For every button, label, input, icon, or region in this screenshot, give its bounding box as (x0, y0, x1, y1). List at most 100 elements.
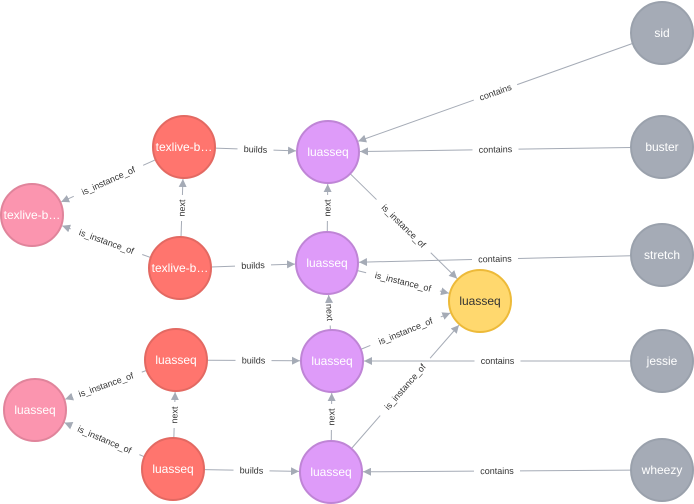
edge-builds[interactable]: builds (210, 260, 296, 271)
edge-arrow[interactable] (269, 467, 300, 476)
edge-label: is_instance_of (374, 270, 433, 294)
edge-contains[interactable]: contains (359, 144, 632, 156)
node-version-v4[interactable]: luasseq (299, 440, 363, 504)
edge-line[interactable] (350, 415, 381, 449)
node-circle[interactable] (630, 438, 694, 502)
edge-line[interactable] (214, 147, 238, 150)
node-circle[interactable] (299, 440, 363, 504)
edge-label: builds (240, 465, 264, 475)
node-binary-bin1[interactable]: texlive-b… (152, 115, 216, 179)
edge-line[interactable] (519, 469, 632, 472)
node-circle[interactable] (152, 115, 216, 179)
node-circle[interactable] (300, 329, 364, 393)
edge-label: contains (480, 466, 514, 476)
node-label: luasseq (14, 403, 55, 417)
node-package-pkg[interactable]: luasseq (448, 269, 512, 333)
node-binary-bin4[interactable]: luasseq (141, 437, 205, 501)
edge-label: next (322, 199, 332, 217)
edge-is-instance-of[interactable]: is_instance_of (64, 422, 145, 458)
edge-is-instance-of[interactable]: is_instance_of (349, 173, 458, 279)
edge-arrow[interactable] (429, 324, 460, 359)
edge-line[interactable] (180, 220, 183, 238)
node-release-jessie[interactable]: jessie (630, 329, 694, 393)
edge-is-instance-of[interactable]: is_instance_of (64, 369, 147, 401)
node-circle[interactable] (295, 231, 359, 295)
node-circle[interactable] (448, 269, 512, 333)
edge-arrow[interactable] (440, 312, 451, 320)
edge-contains[interactable]: contains (364, 356, 631, 366)
edge-builds[interactable]: builds (206, 355, 301, 366)
edge-arrow[interactable] (359, 147, 473, 156)
edge-arrow[interactable] (64, 392, 75, 401)
node-source-src1[interactable]: texlive-b… (0, 183, 64, 247)
edge-builds[interactable]: builds (214, 144, 297, 155)
edge-line[interactable] (203, 469, 234, 471)
edge-is-instance-of[interactable]: is_instance_of (360, 312, 451, 350)
edge-next[interactable]: next (324, 294, 335, 331)
node-circle[interactable] (141, 437, 205, 501)
edge-arrow[interactable] (61, 224, 72, 233)
edge-line[interactable] (518, 146, 632, 150)
edge-arrow[interactable] (430, 252, 458, 279)
node-release-wheezy[interactable]: wheezy (630, 438, 694, 502)
edge-line[interactable] (356, 269, 367, 274)
edge-line[interactable] (142, 254, 151, 259)
node-label: wheezy (641, 463, 683, 477)
node-release-buster[interactable]: buster (630, 115, 694, 179)
edge-builds[interactable]: builds (203, 465, 300, 476)
edge-next[interactable]: next (177, 178, 188, 238)
node-circle[interactable] (630, 115, 694, 179)
edge-arrow[interactable] (64, 422, 74, 430)
edge-arrow[interactable] (178, 178, 187, 196)
edge-arrow[interactable] (270, 260, 296, 269)
node-circle[interactable] (630, 223, 694, 287)
edge-line[interactable] (349, 173, 377, 200)
edge-line[interactable] (516, 42, 633, 86)
edge-is-instance-of[interactable]: is_instance_of (356, 269, 450, 296)
node-label: texlive-b… (156, 140, 213, 154)
edge-arrow[interactable] (273, 146, 297, 155)
node-release-stretch[interactable]: stretch (630, 223, 694, 287)
edge-arrow[interactable] (439, 287, 450, 296)
edge-arrow[interactable] (61, 195, 74, 203)
edge-next[interactable]: next (322, 183, 333, 233)
node-source-src2[interactable]: luasseq (3, 378, 67, 442)
edge-line[interactable] (517, 255, 632, 259)
edge-line[interactable] (210, 265, 236, 268)
node-circle[interactable] (148, 236, 212, 300)
edge-is-instance-of[interactable]: is_instance_of (350, 324, 460, 449)
node-version-v2[interactable]: luasseq (295, 231, 359, 295)
node-label: stretch (644, 248, 680, 262)
node-version-v3[interactable]: luasseq (300, 329, 364, 393)
edge-arrow[interactable] (358, 258, 473, 267)
node-circle[interactable] (3, 378, 67, 442)
node-release-sid[interactable]: sid (630, 1, 694, 65)
edge-line[interactable] (360, 345, 371, 350)
node-circle[interactable] (296, 120, 360, 184)
edge-is-instance-of[interactable]: is_instance_of (61, 224, 151, 259)
node-binary-bin3[interactable]: luasseq (144, 328, 208, 392)
edge-contains[interactable]: contains (357, 42, 633, 143)
node-label: luasseq (310, 465, 351, 479)
edge-contains[interactable]: contains (358, 254, 632, 267)
edge-label: is_instance_of (80, 164, 137, 197)
edge-arrow[interactable] (362, 467, 475, 476)
node-circle[interactable] (630, 329, 694, 393)
node-version-v1[interactable]: luasseq (296, 120, 360, 184)
edge-label: is_instance_of (76, 424, 133, 456)
node-circle[interactable] (0, 183, 64, 247)
edge-arrow[interactable] (357, 99, 474, 143)
edge-is-instance-of[interactable]: is_instance_of (61, 159, 156, 203)
edge-next[interactable]: next (326, 392, 337, 442)
node-circle[interactable] (144, 328, 208, 392)
node-label: luasseq (152, 462, 193, 476)
node-label: luasseq (311, 354, 352, 368)
edge-label: next (169, 406, 179, 424)
edge-next[interactable]: next (169, 391, 180, 439)
edge-contains[interactable]: contains (362, 466, 632, 476)
node-circle[interactable] (630, 1, 694, 65)
node-binary-bin2[interactable]: texlive-b… (148, 236, 212, 300)
edge-line[interactable] (142, 159, 156, 166)
